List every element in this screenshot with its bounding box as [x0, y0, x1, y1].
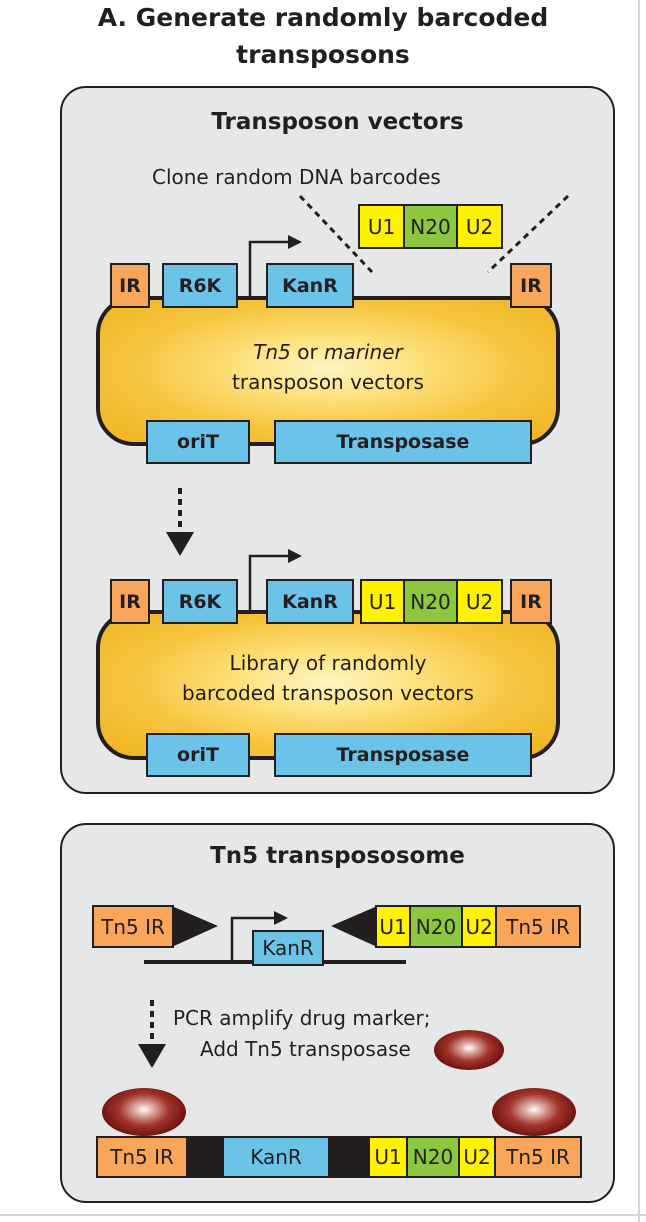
transposase-segment-2: Transposase — [274, 733, 532, 777]
ir-right-2: IR — [510, 579, 552, 624]
library-arrowhead — [166, 532, 194, 556]
promoter-arrowhead-1 — [288, 235, 302, 249]
transposon-vectors-title: Transposon vectors — [211, 109, 464, 135]
or-label: or — [290, 340, 325, 364]
u2-segment: U2 — [456, 204, 503, 249]
kanr-final: KanR — [222, 1136, 330, 1178]
promoter-arrow-1 — [248, 240, 290, 298]
tn5-label: Tn5 — [253, 340, 291, 364]
ir-left-1: IR — [110, 263, 150, 308]
figure-title-line2: transposons — [236, 40, 410, 69]
kanr-segment-2: KanR — [266, 579, 354, 624]
r6k-segment-1: R6K — [162, 263, 238, 308]
spacer-right — [328, 1136, 370, 1178]
u1-final: U1 — [368, 1136, 408, 1178]
clone-barcodes-label: Clone random DNA barcodes — [152, 165, 441, 189]
page-frame-right — [638, 0, 640, 1222]
ir-right-1: IR — [510, 263, 552, 308]
pcr-step-line1: PCR amplify drug marker; — [173, 1006, 431, 1030]
promoter-arrowhead-3 — [274, 911, 288, 925]
u1-segment-2: U1 — [360, 579, 405, 624]
figure-title-line1: A. Generate randomly barcoded — [97, 3, 549, 32]
promoter-arrowhead-2 — [288, 549, 302, 563]
transposase-left-icon — [102, 1088, 186, 1136]
kanr-segment-1: KanR — [266, 263, 354, 308]
tn5-ir-left: Tn5 IR — [92, 905, 174, 948]
insertion-line-left — [298, 194, 374, 274]
page-frame-bottom — [0, 1214, 646, 1216]
r6k-segment-2: R6K — [162, 579, 238, 624]
n20-primer: N20 — [409, 905, 463, 948]
u2-final: U2 — [458, 1136, 496, 1178]
pcr-arrowhead — [138, 1044, 166, 1068]
orit-segment-2: oriT — [146, 733, 250, 777]
n20-segment: N20 — [403, 204, 458, 249]
tn5-ir-final-right: Tn5 IR — [494, 1136, 582, 1178]
n20-final: N20 — [406, 1136, 460, 1178]
kanr-amplicon: KanR — [252, 930, 324, 966]
tn5-ir-left-triangle — [174, 907, 218, 946]
transposase-segment-1: Transposase — [274, 420, 532, 464]
u1-segment: U1 — [358, 204, 405, 249]
promoter-arrow-3 — [230, 916, 276, 962]
insertion-line-right — [486, 194, 570, 274]
tn5-transpososome-title: Tn5 transpososome — [210, 843, 465, 869]
mariner-label: mariner — [324, 340, 403, 364]
promoter-arrow-2 — [248, 554, 290, 612]
tn5-transposase-icon — [434, 1030, 504, 1070]
transposase-right-icon — [492, 1088, 576, 1136]
tn5-ir-right-triangle — [331, 907, 375, 946]
orit-segment-1: oriT — [146, 420, 250, 464]
tn5-ir-right: Tn5 IR — [495, 905, 581, 948]
plasmid1-text-line1: Tn5 or mariner — [96, 337, 560, 367]
ir-left-2: IR — [110, 579, 150, 624]
plasmid2-text-line1: Library of randomly — [229, 651, 427, 675]
pcr-step-line2: Add Tn5 transposase — [200, 1037, 411, 1061]
plasmid1-text-line2: transposon vectors — [232, 370, 424, 394]
u2-segment-2: U2 — [456, 579, 503, 624]
plasmid2-text-line2: barcoded transposon vectors — [182, 681, 474, 705]
